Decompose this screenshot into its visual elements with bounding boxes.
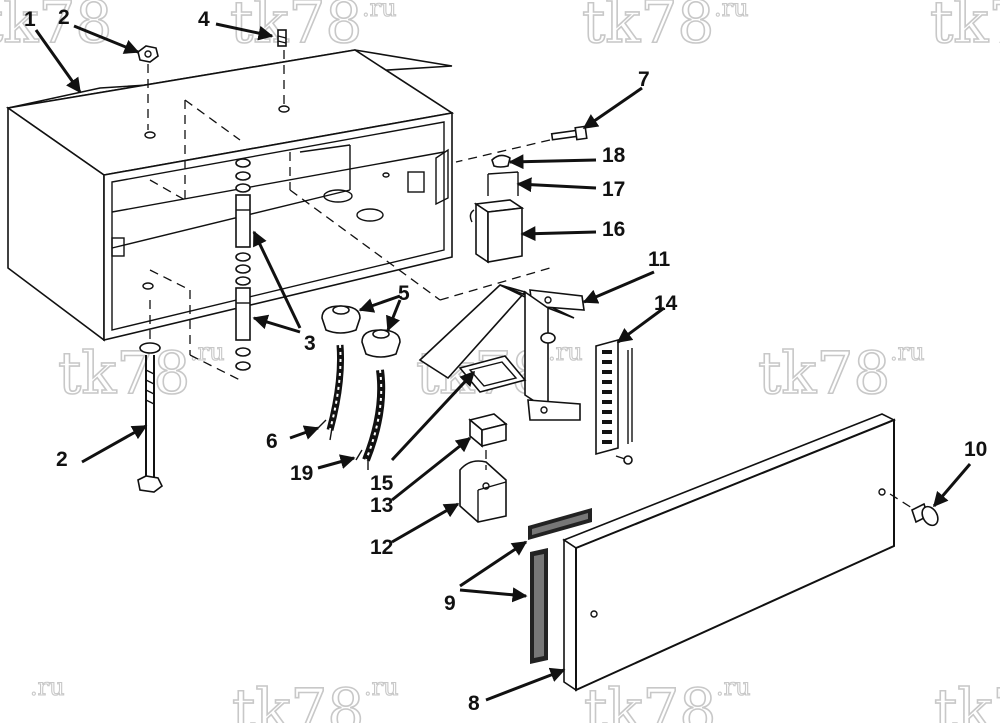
watermark-bottom-left: .ru bbox=[29, 672, 65, 701]
enclosure-box bbox=[5, 49, 455, 342]
callout-10: 10 bbox=[964, 438, 987, 461]
callout-2-bottom: 2 bbox=[56, 448, 68, 471]
long-bolt-part-2 bbox=[137, 300, 164, 493]
terminal-strip-part-14 bbox=[595, 338, 633, 465]
mounting-bracket-part-11 bbox=[289, 152, 585, 421]
watermark-middle-right: tk78 .ru bbox=[757, 337, 925, 407]
watermark-top-right: tk78 bbox=[929, 0, 1000, 57]
svg-text:.ru: .ru bbox=[890, 338, 925, 366]
nut-part-2 bbox=[137, 45, 159, 130]
svg-text:tk78: tk78 bbox=[230, 0, 362, 56]
svg-text:.ru: .ru bbox=[548, 338, 583, 366]
svg-text:.ru: .ru bbox=[364, 673, 399, 701]
callout-9: 9 bbox=[444, 592, 456, 615]
bracket-part-17 bbox=[487, 171, 519, 196]
callout-14: 14 bbox=[654, 292, 678, 315]
watermark-top-center-right: tk78 .ru bbox=[581, 0, 749, 57]
callout-15: 15 bbox=[370, 472, 394, 495]
cable-part-6 bbox=[317, 344, 344, 441]
svg-text:tk78: tk78 bbox=[930, 0, 1000, 56]
svg-text:.ru: .ru bbox=[714, 0, 749, 22]
thumb-screw-part-10 bbox=[889, 493, 939, 527]
cable-part-19 bbox=[355, 369, 386, 470]
clip-part-18 bbox=[491, 154, 511, 168]
callout-4: 4 bbox=[198, 8, 210, 31]
svg-text:tk78: tk78 bbox=[58, 339, 190, 407]
cover-panel-part-8 bbox=[562, 413, 896, 692]
leader-lines bbox=[34, 22, 972, 702]
gasket-part-9 bbox=[528, 508, 592, 664]
callout-1: 1 bbox=[24, 8, 36, 31]
watermark-top-center-left: tk78 .ru bbox=[229, 0, 397, 57]
grommet-part-5 bbox=[321, 305, 401, 358]
watermark-top-left: tk78 bbox=[0, 0, 113, 57]
callout-12: 12 bbox=[370, 536, 393, 559]
callout-2-top: 2 bbox=[58, 6, 70, 29]
callout-11: 11 bbox=[648, 248, 671, 271]
callout-18: 18 bbox=[602, 144, 626, 167]
relay-part-16 bbox=[469, 199, 525, 264]
callout-5: 5 bbox=[398, 282, 410, 305]
svg-text:.ru: .ru bbox=[362, 0, 397, 22]
svg-text:tk78: tk78 bbox=[934, 676, 1000, 723]
callout-17: 17 bbox=[602, 178, 625, 201]
watermark-bottom-center-right: tk78 .ru bbox=[583, 672, 751, 723]
svg-text:tk78: tk78 bbox=[0, 0, 112, 56]
hinge-assembly-part-3 bbox=[149, 99, 251, 381]
callout-13: 13 bbox=[370, 494, 393, 517]
callout-16: 16 bbox=[602, 218, 625, 241]
callout-3: 3 bbox=[304, 332, 316, 355]
callout-labels: 1 2 4 7 18 17 16 11 5 14 3 6 2 10 19 15 … bbox=[24, 6, 987, 715]
svg-text:tk78: tk78 bbox=[758, 339, 890, 407]
block-part-13 bbox=[468, 413, 508, 448]
callout-19: 19 bbox=[290, 462, 313, 485]
watermark-bottom-right: tk78 bbox=[933, 675, 1000, 723]
svg-text:tk78: tk78 bbox=[584, 676, 716, 723]
svg-text:.ru: .ru bbox=[190, 338, 225, 366]
watermark-middle-left: tk78 .ru bbox=[57, 337, 225, 407]
svg-text:tk78: tk78 bbox=[232, 676, 364, 723]
svg-text:.ru: .ru bbox=[716, 673, 751, 701]
svg-text:tk78: tk78 bbox=[582, 0, 714, 56]
callout-7: 7 bbox=[638, 68, 650, 91]
callout-6: 6 bbox=[266, 430, 278, 453]
watermark-bottom-center-left: tk78 .ru bbox=[231, 672, 399, 723]
screw-part-7 bbox=[455, 125, 588, 163]
bracket-part-12 bbox=[459, 450, 507, 523]
terminal-slots bbox=[602, 350, 612, 444]
small-screw-part-4 bbox=[277, 29, 287, 105]
callout-8: 8 bbox=[468, 692, 480, 715]
svg-text:.ru: .ru bbox=[30, 673, 65, 701]
